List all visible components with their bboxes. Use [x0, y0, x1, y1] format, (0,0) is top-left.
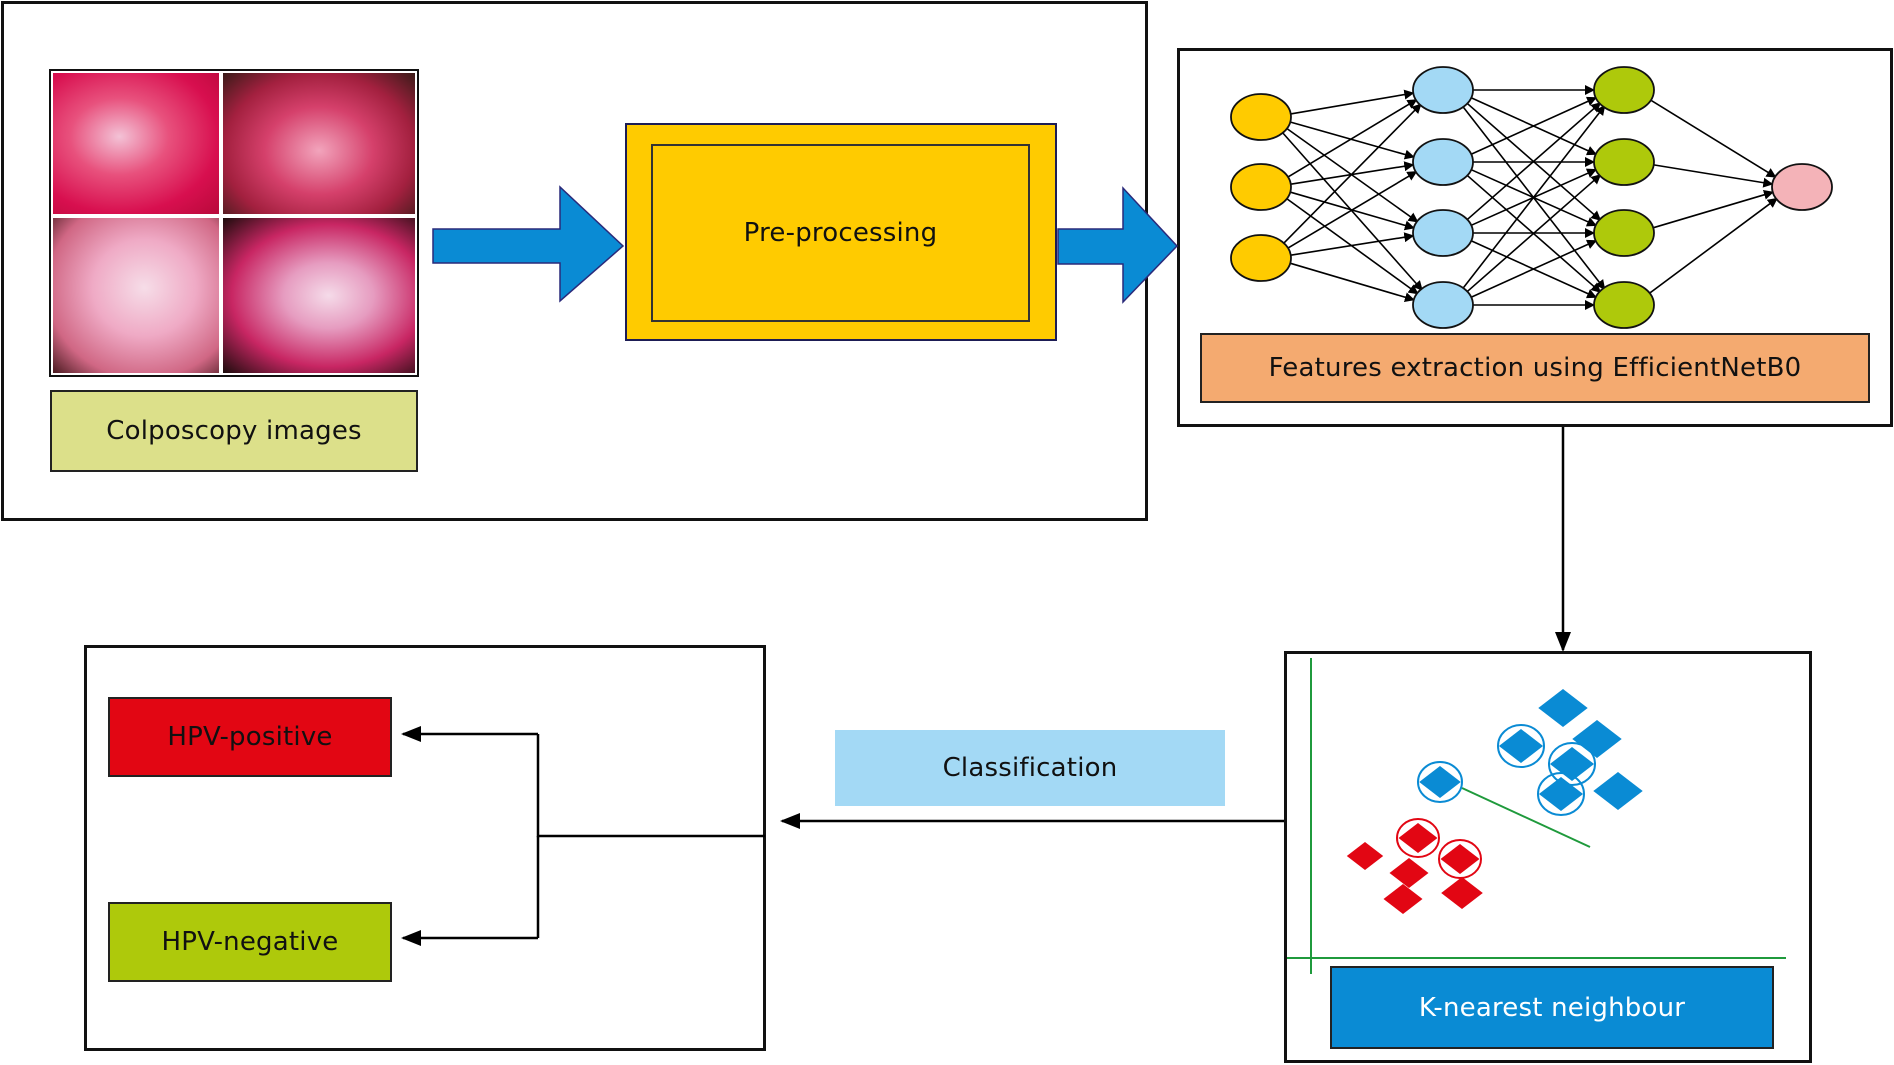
feature-extraction-label: Features extraction using EfficientNetB0	[1268, 353, 1802, 383]
network-edge	[1287, 170, 1418, 250]
knn-neighbour-ring	[1537, 772, 1585, 816]
hpv-positive-label: HPV-positive	[167, 722, 333, 752]
hpv-negative-label: HPV-negative	[161, 927, 339, 957]
knn-point-red	[1440, 844, 1480, 874]
network-edge	[1282, 103, 1422, 245]
network-node-input	[1230, 234, 1292, 282]
network-edge	[1649, 99, 1777, 178]
colposcopy-image-grid	[49, 69, 419, 377]
output-branch-connector	[536, 734, 765, 838]
network-node-output	[1771, 163, 1833, 211]
classification-label-box: Classification	[835, 730, 1225, 806]
network-edge	[1470, 239, 1598, 299]
network-edge	[1470, 96, 1598, 156]
knn-point-blue	[1572, 720, 1622, 758]
feature-extraction-label-box: Features extraction using EfficientNetB0	[1200, 333, 1870, 403]
colposcopy-image-3	[53, 218, 219, 373]
knn-point-red	[1441, 877, 1483, 909]
knn-distance-line	[1461, 787, 1591, 848]
network-edge	[1466, 174, 1602, 293]
network-edge	[1289, 262, 1415, 303]
colposcopy-image-2	[223, 73, 415, 214]
network-edge	[1648, 197, 1778, 295]
hpv-negative-box: HPV-negative	[108, 902, 392, 982]
network-node-hidden-2	[1593, 209, 1655, 257]
network-edge	[1281, 131, 1423, 291]
network-edge	[1290, 89, 1415, 115]
network-edge	[1652, 189, 1774, 229]
knn-points	[1346, 689, 1643, 914]
knn-point-blue	[1538, 777, 1584, 811]
network-edge	[1466, 102, 1602, 221]
knn-point-red	[1398, 823, 1438, 853]
network-edge	[1653, 164, 1774, 188]
classification-label: Classification	[942, 753, 1118, 783]
knn-point-blue	[1593, 772, 1643, 810]
arrow-images-to-preprocessing	[432, 185, 625, 303]
knn-point-blue	[1419, 766, 1461, 798]
network-node-hidden-1	[1412, 281, 1474, 329]
hpv-positive-box: HPV-positive	[108, 697, 392, 777]
knn-point-blue	[1538, 689, 1588, 727]
knn-point-blue	[1549, 747, 1595, 781]
network-node-hidden-1	[1412, 66, 1474, 114]
knn-neighbour-ring	[1396, 818, 1440, 858]
knn-label: K-nearest neighbour	[1418, 992, 1686, 1023]
preprocessing-inner: Pre-processing	[651, 144, 1030, 322]
knn-label-box: K-nearest neighbour	[1330, 966, 1774, 1049]
network-node-hidden-2	[1593, 281, 1655, 329]
network-node-input	[1230, 163, 1292, 211]
preprocessing-box: Pre-processing	[625, 123, 1057, 341]
arrow-preprocessing-to-features	[1057, 186, 1179, 304]
network-edge	[1290, 232, 1415, 256]
network-edge	[1287, 99, 1418, 178]
knn-neighbour-ring	[1497, 724, 1545, 768]
colposcopy-image-4	[223, 218, 415, 373]
knn-neighbour-ring	[1548, 742, 1596, 786]
colposcopy-image-1	[53, 73, 219, 214]
network-node-hidden-1	[1412, 138, 1474, 186]
network-edges	[1281, 85, 1778, 310]
knn-point-blue	[1498, 729, 1544, 763]
network-nodes	[1230, 66, 1833, 329]
preprocessing-label: Pre-processing	[743, 218, 938, 248]
knn-point-red	[1389, 858, 1429, 888]
network-node-hidden-2	[1593, 66, 1655, 114]
knn-point-red	[1346, 842, 1384, 870]
network-node-hidden-2	[1593, 138, 1655, 186]
network-edge	[1289, 121, 1415, 160]
colposcopy-images-caption-text: Colposcopy images	[106, 416, 362, 446]
network-edge	[1461, 105, 1606, 290]
knn-neighbour-ring	[1417, 761, 1463, 803]
knn-point-red	[1383, 884, 1423, 914]
network-node-input	[1230, 93, 1292, 141]
colposcopy-images-caption: Colposcopy images	[50, 390, 418, 472]
knn-neighbour-ring	[1438, 839, 1482, 879]
network-node-hidden-1	[1412, 209, 1474, 257]
